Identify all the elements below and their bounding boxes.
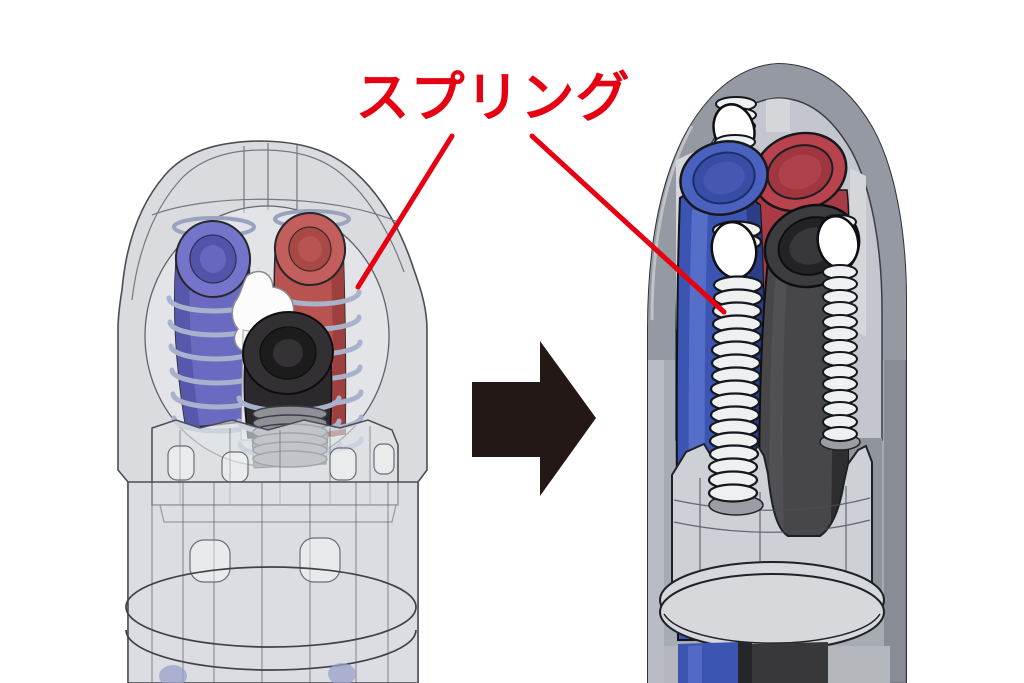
spring-annotation: スプリング	[355, 68, 727, 315]
left-pen-view	[117, 140, 428, 683]
arrow-right-icon	[472, 341, 596, 496]
left-pen-wireframe	[131, 143, 405, 301]
right-left-spring	[707, 220, 764, 503]
right-pen-dome-ring	[648, 64, 906, 360]
left-refill-tips-bottom	[159, 663, 356, 683]
right-pen-view	[647, 62, 907, 683]
right-bottom-segments	[664, 642, 890, 683]
leader-line-left	[355, 133, 455, 290]
spring-label: スプリング	[356, 68, 631, 128]
left-blue-refill	[173, 220, 253, 429]
right-right-spring	[816, 214, 860, 442]
left-lower-barrel	[125, 481, 419, 683]
leader-line-right	[529, 133, 727, 315]
